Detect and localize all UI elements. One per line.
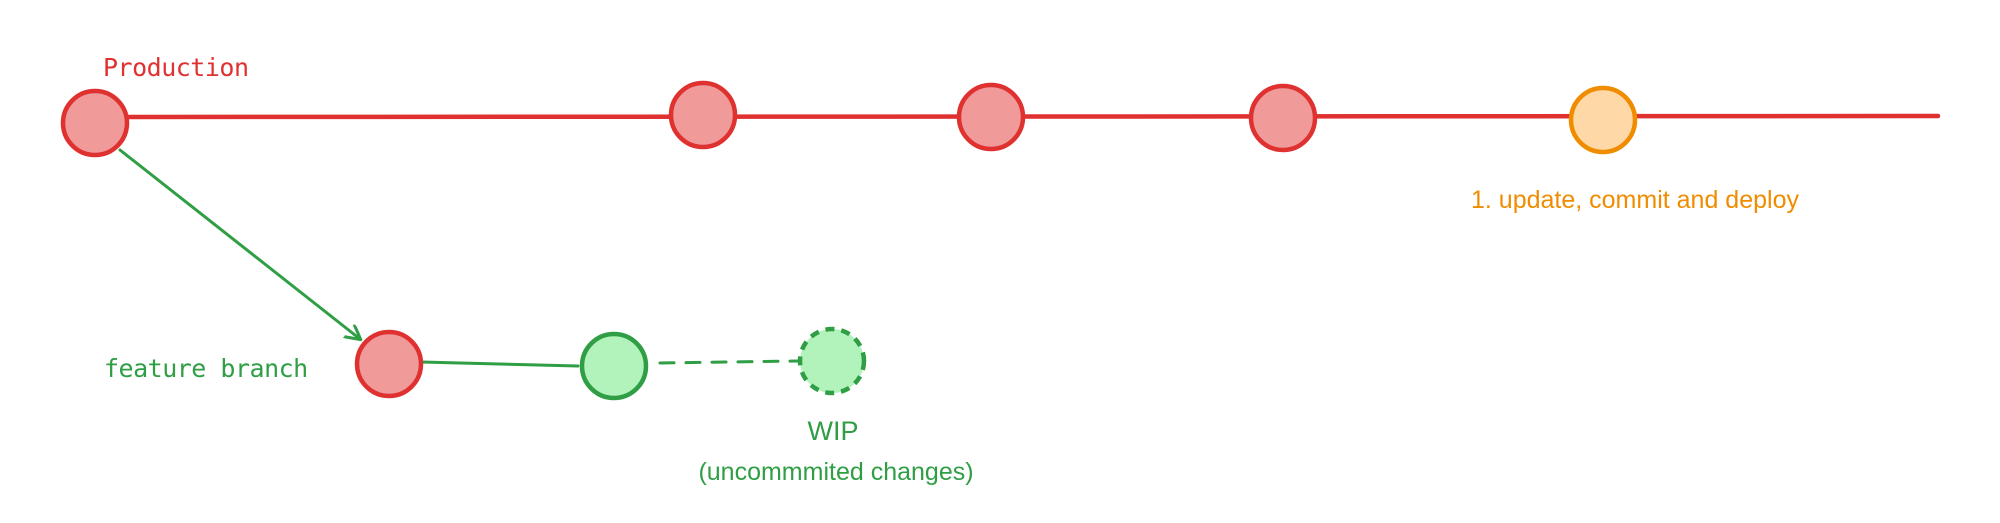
production-commit-node: [1248, 83, 1318, 153]
production-label: Production: [103, 53, 249, 82]
feature-commit-node: [579, 331, 649, 401]
feature-line: [419, 360, 580, 368]
branch-point-node: [354, 329, 424, 399]
production-commit-node: [668, 80, 738, 150]
deploy-commit-node: [1568, 85, 1638, 155]
production-commit-node: [956, 82, 1026, 152]
wip-title-label: WIP: [808, 416, 859, 446]
production-line: [125, 113, 1941, 120]
wip-subtitle-label: (uncommmited changes): [698, 458, 973, 486]
wip-dashed-line: [658, 359, 800, 365]
production-commit-node: [60, 88, 130, 158]
feature-branch-label: feature branch: [104, 354, 308, 383]
branch-arrow: [118, 148, 360, 339]
update-step-label: 1. update, commit and deploy: [1471, 186, 1799, 214]
wip-node: [797, 326, 867, 396]
